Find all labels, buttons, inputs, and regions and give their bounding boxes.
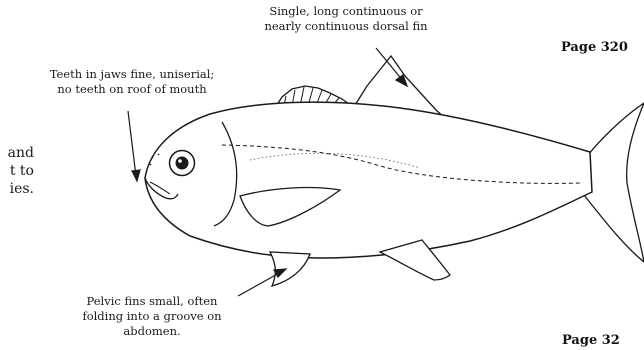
pelvic-fin-label-line: abdomen. <box>58 324 246 339</box>
pelvic-fin-label-line: Pelvic fins small, often <box>58 294 246 309</box>
arrow-teeth <box>128 111 136 176</box>
teeth-label: Teeth in jaws fine, uniserial; no teeth … <box>10 67 254 97</box>
dorsal-fin-label: Single, long continuous or nearly contin… <box>222 4 470 34</box>
pelvic-fin <box>270 252 310 286</box>
page-ref-bottom: Page 32 <box>562 333 620 348</box>
left-text-line: and <box>8 144 34 162</box>
dorsal-fin-label-line: nearly continuous dorsal fin <box>222 19 470 34</box>
caudal-fin <box>584 103 644 262</box>
dorsal-fin-label-line: Single, long continuous or <box>222 4 470 19</box>
left-text-line: t to <box>8 162 34 180</box>
page-ref-top: Page 320 <box>561 40 628 55</box>
teeth-label-line: Teeth in jaws fine, uniserial; <box>10 67 254 82</box>
pelvic-fin-label-line: folding into a groove on <box>58 309 246 324</box>
left-text-line: ies. <box>8 180 34 198</box>
pelvic-fin-label: Pelvic fins small, often folding into a … <box>58 294 246 339</box>
left-text-fragments: and t to ies. <box>8 144 34 198</box>
pupil <box>176 157 189 170</box>
fish-body <box>145 102 592 258</box>
teeth-label-line: no teeth on roof of mouth <box>10 82 254 97</box>
